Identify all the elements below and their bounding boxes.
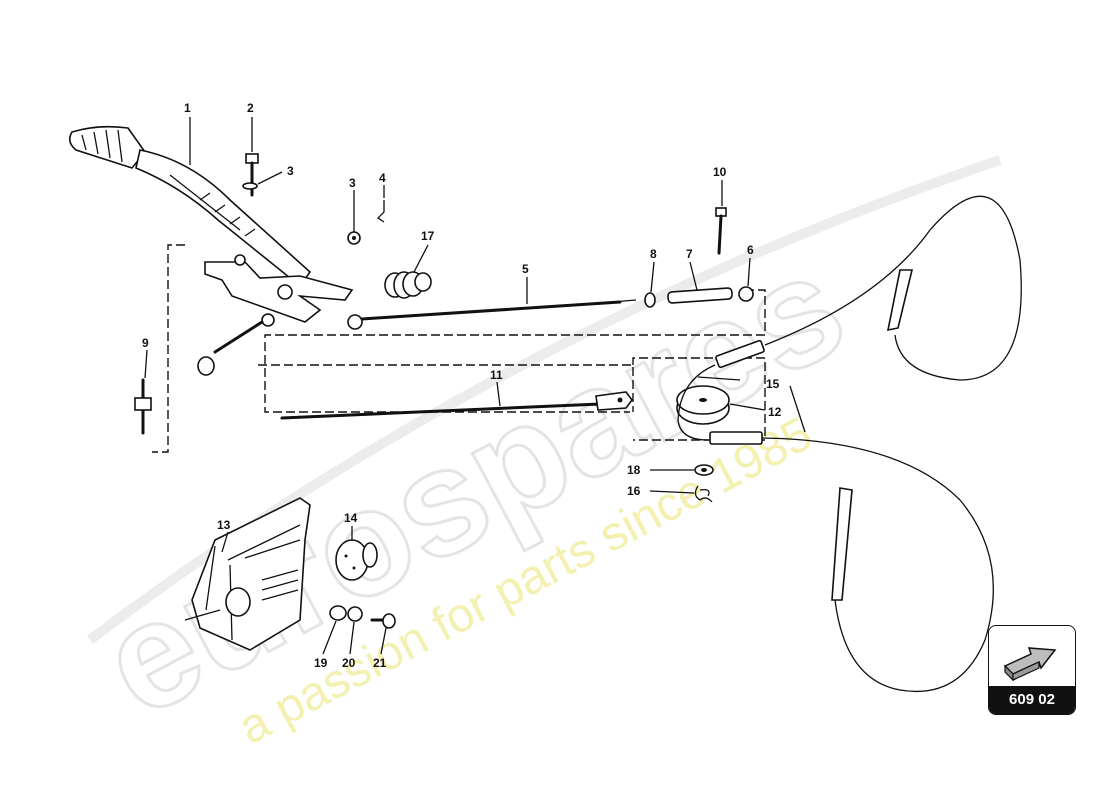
washer-19 bbox=[329, 605, 347, 621]
callout-16: 16 bbox=[627, 484, 641, 498]
bolt-10 bbox=[715, 207, 727, 255]
handbrake-lever bbox=[68, 125, 354, 376]
callout-8: 8 bbox=[650, 247, 657, 261]
housing-13 bbox=[184, 497, 311, 651]
callout-19: 19 bbox=[314, 656, 328, 670]
callout-12: 12 bbox=[768, 405, 782, 419]
callout-1: 1 bbox=[184, 101, 191, 115]
pin-7 bbox=[667, 287, 733, 304]
callout-5: 5 bbox=[522, 262, 529, 276]
arrow-icon bbox=[1003, 647, 1057, 682]
callout-13: 13 bbox=[217, 518, 231, 532]
nut-8 bbox=[644, 292, 656, 308]
callout-14: 14 bbox=[344, 511, 358, 525]
callout-20: 20 bbox=[342, 656, 356, 670]
bolt-21 bbox=[370, 613, 396, 629]
nut-6 bbox=[738, 286, 754, 302]
pulley-12 bbox=[676, 385, 730, 425]
assembly-outlines bbox=[152, 244, 766, 453]
boot-17 bbox=[384, 271, 432, 299]
callout-7: 7 bbox=[686, 247, 693, 261]
page-code: 609 02 bbox=[989, 686, 1075, 714]
rod-5 bbox=[347, 299, 637, 330]
callout-9: 9 bbox=[142, 336, 149, 350]
page-reference-box[interactable]: 609 02 bbox=[988, 625, 1076, 715]
rod-11 bbox=[280, 391, 633, 420]
callout-6: 6 bbox=[747, 243, 754, 257]
callout-11: 11 bbox=[490, 368, 503, 382]
callout-4: 4 bbox=[379, 171, 386, 185]
washer-20 bbox=[347, 606, 363, 622]
callout-15: 15 bbox=[766, 377, 780, 391]
callout-21: 21 bbox=[373, 656, 387, 670]
washer-3 bbox=[347, 231, 361, 245]
washer-18 bbox=[694, 464, 714, 476]
bolt-9 bbox=[134, 378, 152, 435]
callout-17b: 18 bbox=[627, 463, 641, 477]
clip-4 bbox=[376, 200, 385, 223]
cable-15 bbox=[677, 195, 1022, 692]
callout-10: 10 bbox=[713, 165, 727, 179]
callout-2: 2 bbox=[247, 101, 254, 115]
bolt-2 bbox=[242, 153, 259, 197]
leader-lines bbox=[144, 117, 806, 655]
watermark: eurospares a passion for parts since 198… bbox=[75, 155, 1002, 755]
callouts: 1 2 3 3 4 5 6 7 8 9 10 11 12 13 14 15 16… bbox=[142, 101, 782, 670]
callout-3b: 3 bbox=[349, 176, 356, 190]
callout-3a: 3 bbox=[287, 164, 294, 178]
clip-16 bbox=[694, 485, 713, 503]
plug-14 bbox=[335, 539, 378, 581]
callout-17: 17 bbox=[421, 229, 435, 243]
